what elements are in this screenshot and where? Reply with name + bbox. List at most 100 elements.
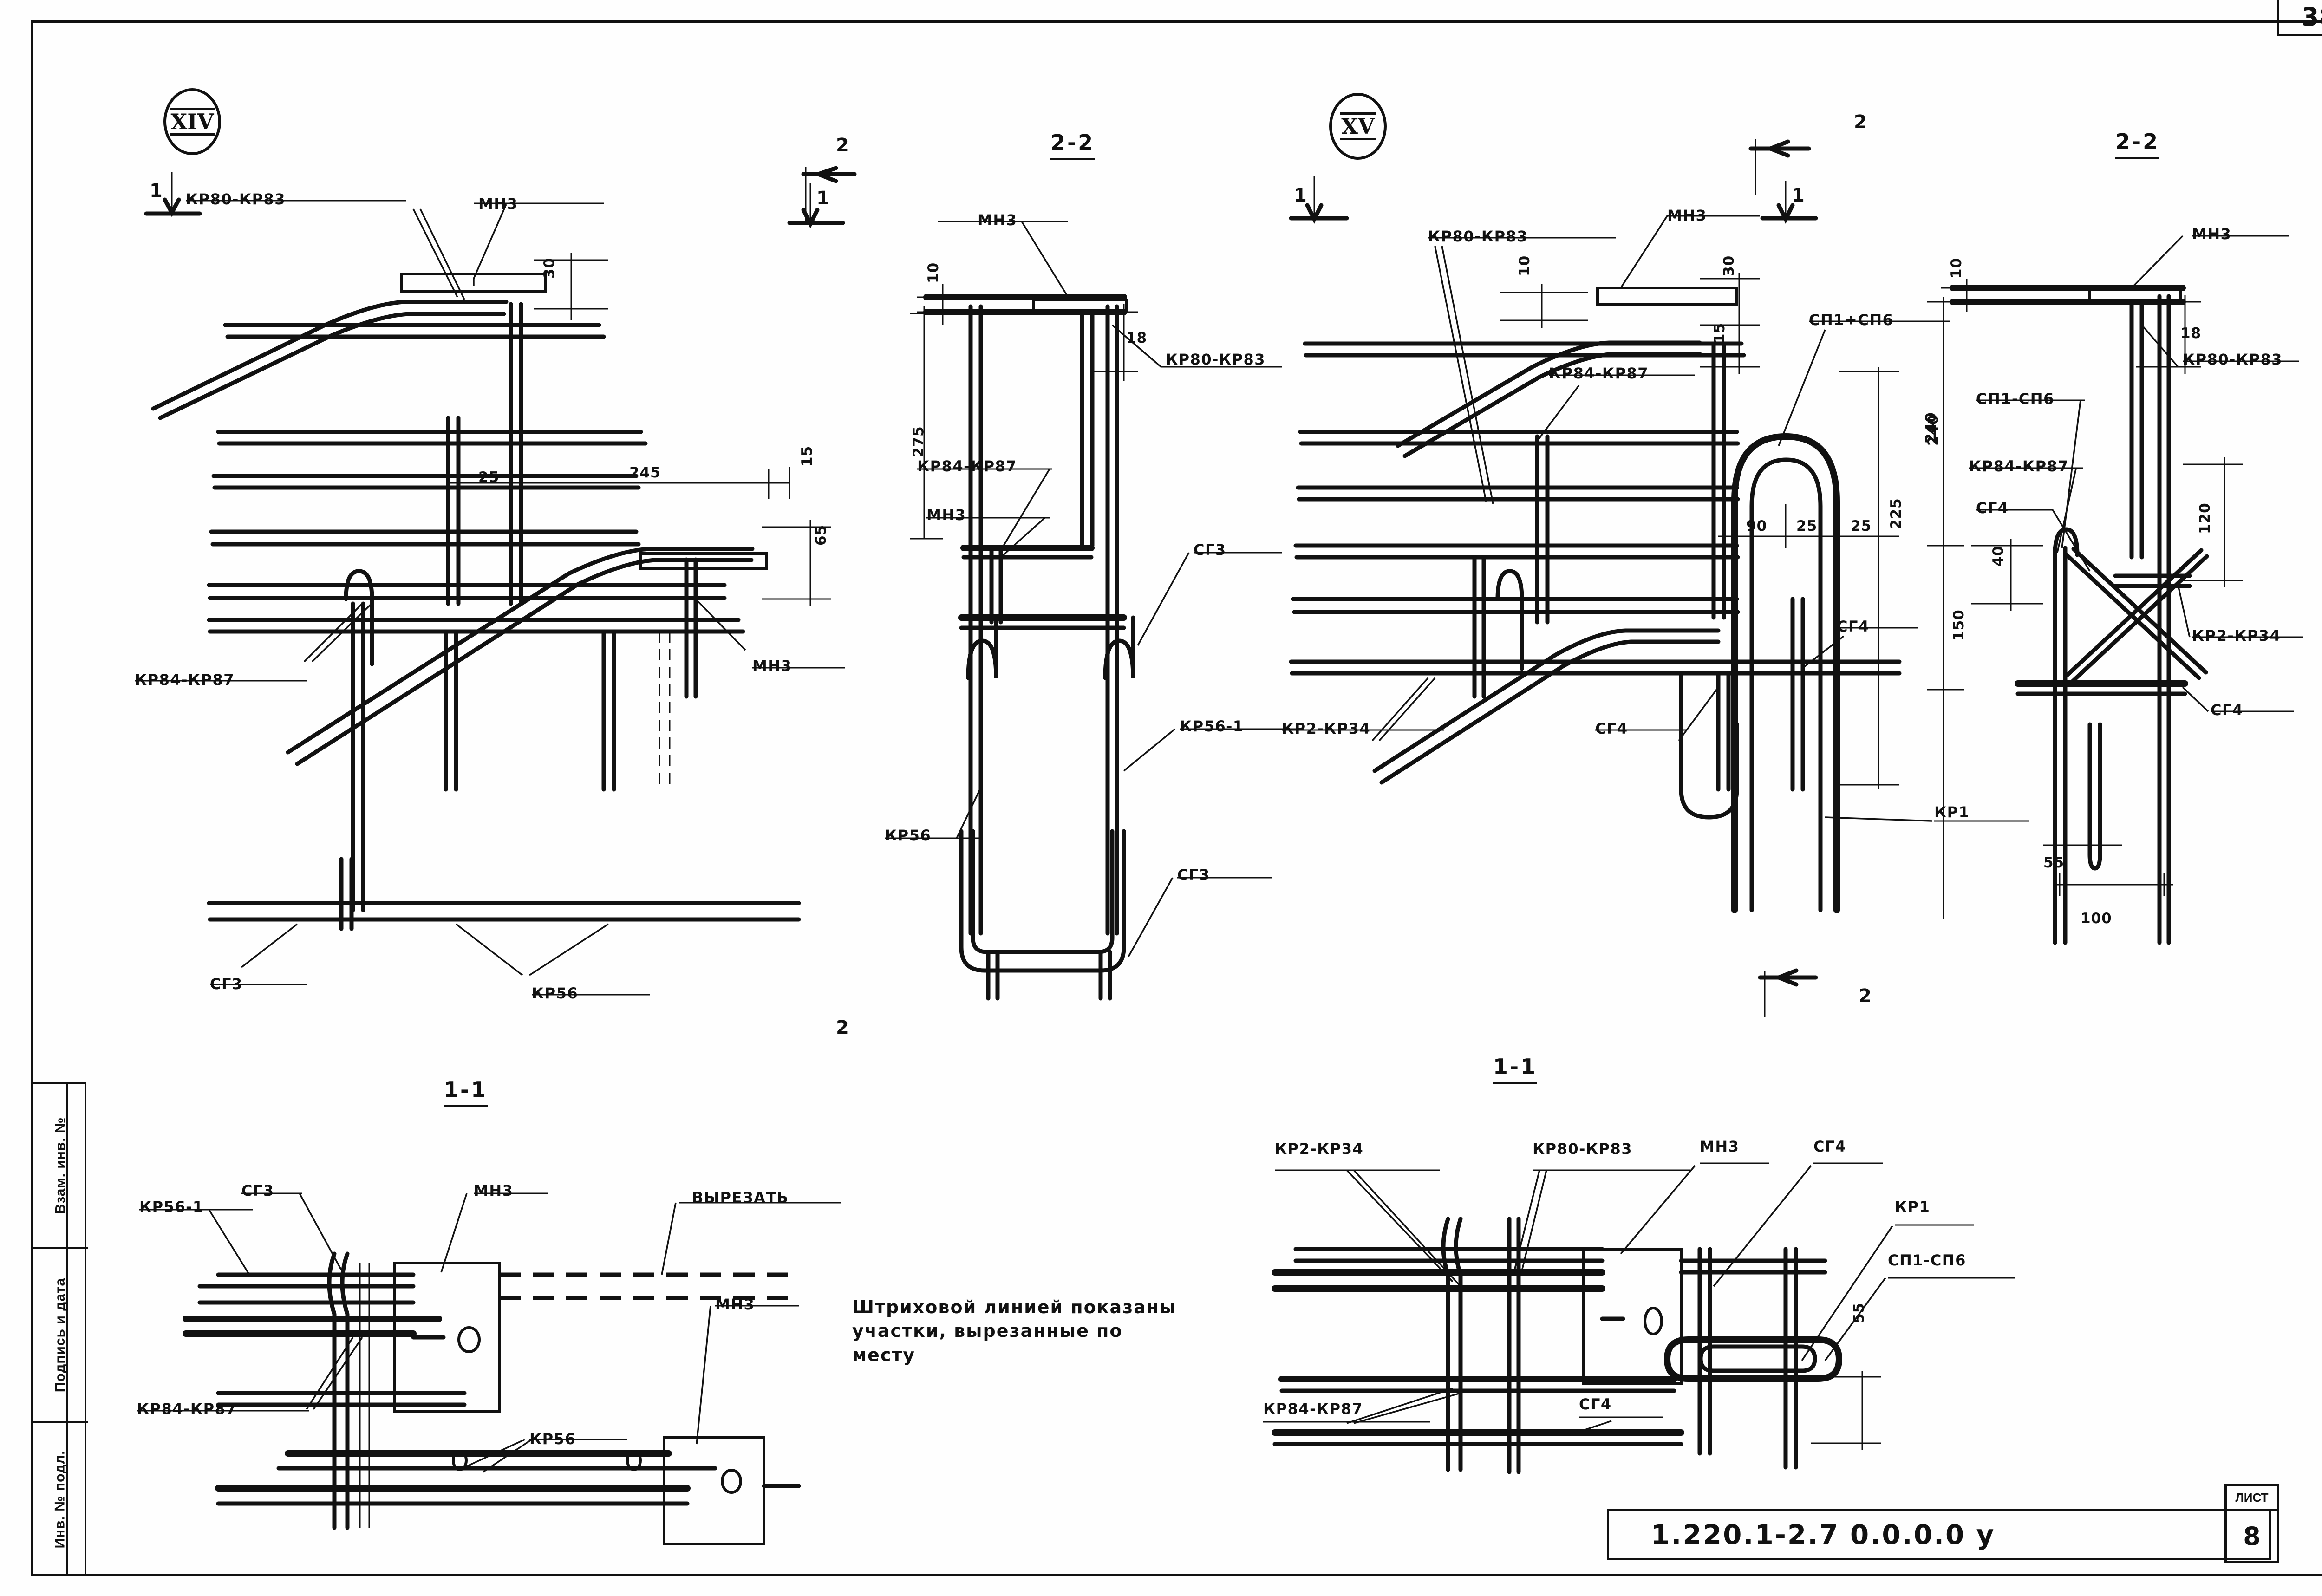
- rebar-label: МН3: [1700, 1138, 1740, 1155]
- sheet-border: [31, 20, 2322, 1576]
- cut-mark-left-2-bottom: 2: [836, 1017, 850, 1038]
- rebar-label: КР80-КР83: [2183, 351, 2283, 368]
- rebar-label: СП1÷СП6: [1809, 311, 1894, 329]
- detail-marker-xv-text: XV: [1340, 112, 1376, 140]
- cut-mark-right-2: 2: [1854, 111, 1868, 133]
- rebar-label: КР80-КР83: [186, 190, 286, 208]
- rebar-label: СГ4: [1595, 720, 1628, 737]
- detail-marker-xiv-text: XIV: [170, 108, 215, 136]
- rebar-label: КР2-КР34: [1275, 1140, 1364, 1158]
- dimension-value: 25: [478, 469, 500, 486]
- rebar-label: СП1-СП6: [1888, 1251, 1966, 1269]
- stamp-label-podpis: Подпись и дата: [52, 1277, 68, 1392]
- dimension-value: 10: [1516, 255, 1533, 276]
- rebar-label: КР56-1: [139, 1198, 204, 1216]
- dimension-value: 18: [1126, 330, 1148, 346]
- sheet-list-box: ЛИСТ 8: [2224, 1484, 2279, 1563]
- dimension-value: 225: [1888, 498, 1905, 529]
- rebar-label: МН3: [715, 1296, 755, 1313]
- rebar-label: СГ3: [1194, 541, 1226, 559]
- cut-mark-left-2: 2: [836, 135, 850, 156]
- stamp-column: Взам. инв. № Подпись и дата Инв. № подл.: [31, 1082, 88, 1576]
- dimension-value: 30: [1721, 255, 1737, 276]
- rebar-label: СГ4: [1837, 618, 1870, 635]
- dimension-value: 245: [629, 464, 661, 481]
- section-title-22-right: 2-2: [2115, 129, 2160, 159]
- stamp-label-vzam: Взам. инв. №: [52, 1117, 68, 1214]
- dimension-value: 150: [1950, 609, 1967, 641]
- rebar-label: МН3: [478, 195, 518, 213]
- cut-mark-right-1b: 1: [1792, 185, 1806, 206]
- list-number: 8: [2243, 1521, 2261, 1551]
- section-title-11-left: 1-1: [444, 1077, 488, 1107]
- rebar-label: КР2-КР34: [2192, 627, 2281, 645]
- rebar-label: МН3: [978, 211, 1018, 229]
- rebar-label: КР2-КР34: [1282, 720, 1371, 737]
- dimension-value: 15: [799, 445, 815, 467]
- cut-mark-right-2-bottom: 2: [1859, 985, 1872, 1007]
- rebar-label: МН3: [926, 506, 966, 524]
- rebar-label: МН3: [1667, 207, 1707, 224]
- rebar-label: КР56-1: [1180, 717, 1244, 735]
- dimension-value: 240: [1925, 414, 1942, 446]
- dimension-value: 25: [1851, 518, 1872, 534]
- rebar-label: МН3: [474, 1182, 514, 1199]
- rebar-label: КР84-КР87: [137, 1400, 237, 1418]
- list-label: ЛИСТ: [2227, 1486, 2277, 1511]
- rebar-label: СГ3: [241, 1182, 274, 1199]
- rebar-label: КР80-КР83: [1166, 351, 1266, 368]
- stamp-cell-inv: Инв. № подл.: [33, 1423, 88, 1576]
- page-number: 38: [2301, 2, 2322, 32]
- rebar-label: СГ4: [1813, 1138, 1846, 1155]
- section-title-11-right: 1-1: [1493, 1054, 1538, 1084]
- drawing-code: 1.220.1-2.7 0.0.0.0 у: [1651, 1519, 1996, 1550]
- rebar-label: СГ4: [1976, 499, 2009, 517]
- dimension-value: 65: [813, 524, 829, 546]
- rebar-label: КР56: [885, 827, 932, 844]
- cut-mark-right-1: 1: [1294, 185, 1308, 206]
- detail-marker-xv: XV: [1329, 93, 1387, 160]
- stamp-cell-podpis: Подпись и дата: [33, 1249, 88, 1423]
- dimension-value: 90: [1746, 518, 1768, 534]
- cut-mark-left-1b: 1: [816, 188, 830, 209]
- dimension-value: 15: [1711, 322, 1728, 344]
- rebar-label: КР56: [529, 1430, 576, 1448]
- rebar-label: КР84-КР87: [1263, 1400, 1363, 1418]
- cut-note: Штриховой линией показаны участки, вырез…: [852, 1297, 1177, 1365]
- rebar-label: КР1: [1934, 803, 1970, 821]
- rebar-label: СГ4: [2211, 701, 2244, 719]
- rebar-label: СГ3: [1177, 866, 1210, 884]
- page-number-box: 38: [2277, 0, 2322, 36]
- rebar-label: КР80-КР83: [1533, 1140, 1633, 1158]
- rebar-label: КР84-КР87: [135, 671, 235, 689]
- dimension-value: 275: [910, 426, 927, 457]
- stamp-cell-vzam: Взам. инв. №: [33, 1084, 88, 1249]
- rebar-label: МН3: [752, 657, 792, 675]
- rebar-label: КР84-КР87: [1969, 457, 2069, 475]
- dimension-value: 55: [1851, 1302, 1867, 1323]
- dimension-value: 100: [2081, 910, 2112, 927]
- cut-mark-left-1: 1: [150, 180, 163, 202]
- dimension-value: 55: [2043, 854, 2065, 871]
- rebar-label: СГ4: [1579, 1395, 1612, 1413]
- rebar-label: СП1-СП6: [1976, 390, 2055, 408]
- dimension-value: 40: [1990, 545, 2007, 567]
- dimension-value: 10: [925, 262, 942, 283]
- rebar-label: ВЫРЕЗАТЬ: [692, 1189, 789, 1206]
- stamp-column-divider: [66, 1084, 68, 1574]
- rebar-label: КР80-КР83: [1428, 228, 1528, 245]
- dimension-value: 25: [1796, 518, 1818, 534]
- dimension-value: 18: [2180, 325, 2202, 342]
- stamp-label-inv: Инв. № подл.: [52, 1450, 68, 1549]
- rebar-label: КР84-КР87: [917, 457, 1018, 475]
- dimension-value: 120: [2197, 502, 2213, 534]
- rebar-label: КР56: [532, 984, 579, 1002]
- rebar-label: СГ3: [210, 975, 243, 993]
- dimension-value: 30: [541, 257, 558, 279]
- rebar-label: КР1: [1895, 1198, 1931, 1216]
- section-title-22-left: 2-2: [1050, 130, 1095, 160]
- title-block: 1.220.1-2.7 0.0.0.0 у: [1607, 1509, 2271, 1560]
- rebar-label: КР84-КР87: [1549, 365, 1649, 382]
- rebar-label: МН3: [2192, 225, 2232, 243]
